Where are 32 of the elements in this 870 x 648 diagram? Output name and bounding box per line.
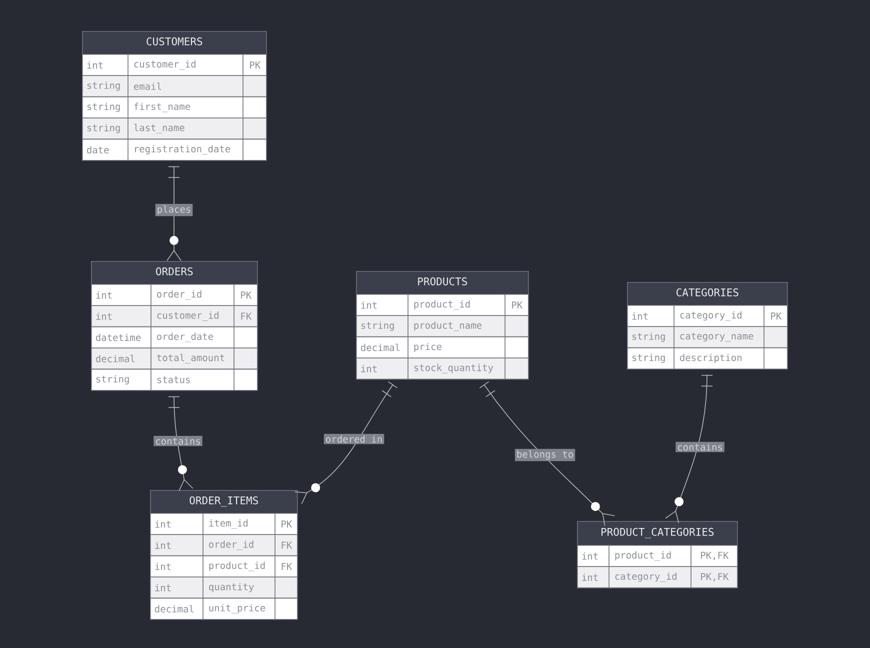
table-row: string product_name [356, 314, 529, 338]
table-row: int order_id FK [150, 534, 298, 557]
table-row: string status [91, 368, 258, 392]
relationship-line [479, 381, 616, 526]
relationship-line [294, 381, 398, 504]
relationship-line [166, 166, 182, 261]
table-row: int customer_id PK [82, 54, 267, 76]
table-row: decimal total_amount [91, 347, 258, 370]
table-row: date registration_date [82, 138, 267, 162]
table-row: string last_name [82, 117, 267, 140]
table-row: int quantity [150, 576, 298, 599]
table-row: int product_id PK [356, 294, 529, 316]
table-row: decimal price [356, 336, 529, 359]
edge-label: belongs to [514, 448, 576, 462]
relationship-line [665, 374, 713, 524]
table-row: string category_name [627, 326, 788, 349]
table-row: int item_id PK [150, 512, 298, 536]
table-row: int category_id PK,FK [577, 566, 738, 589]
table-row: int stock_quantity [356, 357, 529, 380]
table-row: string email [82, 74, 267, 98]
table-row: int product_id PK,FK [577, 544, 738, 568]
table-row: datetime order_date [91, 326, 258, 349]
table-row: string description [627, 347, 788, 370]
edge-label: contains [154, 436, 202, 446]
table-row: int category_id PK [627, 304, 788, 328]
table-row: int customer_id FK [91, 304, 258, 328]
table-row: int order_id PK [91, 284, 258, 306]
relationship-line [168, 396, 194, 492]
table-row: string first_name [82, 96, 267, 119]
table-row: decimal unit_price [150, 597, 298, 620]
edge-label: contains [676, 442, 724, 452]
table-row: int product_id FK [150, 555, 298, 578]
